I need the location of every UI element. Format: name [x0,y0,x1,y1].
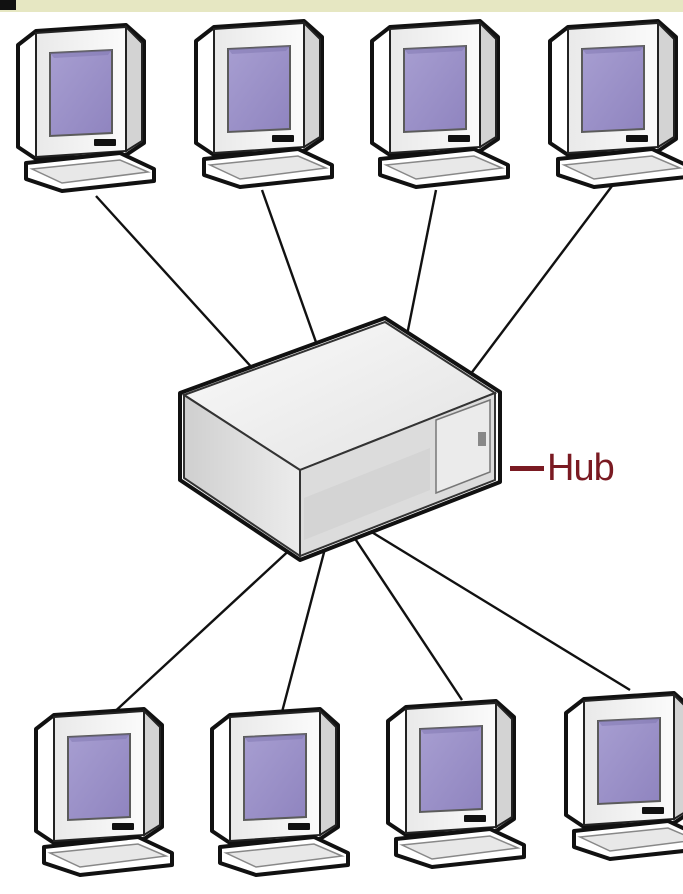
hub-label-connector [510,466,544,471]
hub-label: Hub [547,447,615,489]
computer-icon [196,21,332,187]
computer-icon [18,25,154,191]
computer-icon [388,701,524,867]
cable-bottom-3 [342,521,464,701]
cable-bottom-4 [351,518,631,692]
computer-icon [550,21,683,187]
hub-icon [178,316,502,562]
top-band [0,0,683,12]
computer-icon [212,709,348,875]
computer-icon [566,693,683,859]
cable-bottom-2 [280,521,334,713]
top-corner-mark [0,0,16,10]
computer-icon [36,709,172,875]
computer-icon [372,21,508,187]
